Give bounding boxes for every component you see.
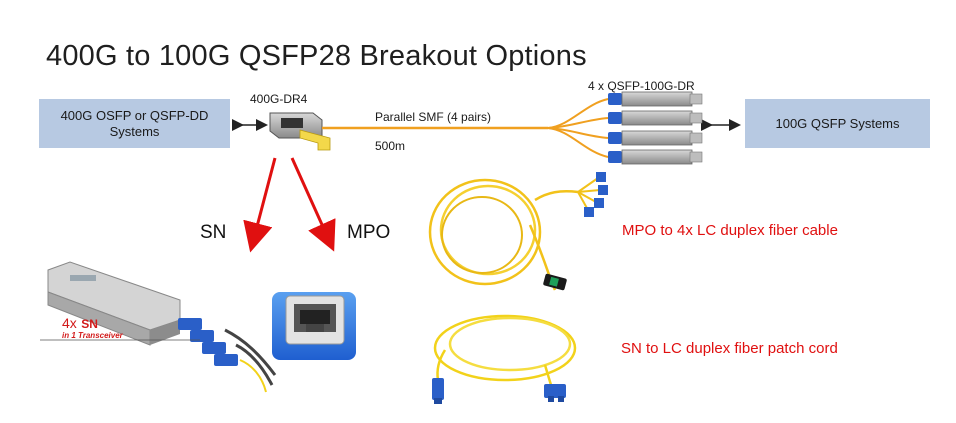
sn-red-arrow [243,157,277,253]
page-title: 400G to 100G QSFP28 Breakout Options [46,40,587,72]
parallel-smf-fiber [322,98,609,158]
osfp-systems-box: 400G OSFP or QSFP-DD Systems [39,99,230,148]
qsfp-systems-label: 100G QSFP Systems [775,115,900,131]
osfp-systems-line2: Systems [109,123,160,139]
sn-lc-cord-image [432,314,577,404]
mpo-port-image [272,292,356,360]
qsfp-dr-module-icon [608,130,703,146]
qsfp-dr-module-icon [608,149,703,165]
sn-cord-caption: SN to LC duplex fiber patch cord [621,340,838,357]
mpo-cable-caption: MPO to 4x LC duplex fiber cable [622,222,838,239]
sn-sub-text: in 1 Transceiver [62,331,123,340]
osfp-systems-line1: 400G OSFP or QSFP-DD [60,107,209,123]
mpo-red-arrow [290,157,336,252]
sn-count-text: 4x [62,315,77,331]
qsfp-dr-module-icon [608,91,703,107]
sn-connector-icon [178,318,238,366]
smf-label: Parallel SMF (4 pairs) [375,110,492,124]
qsfp-dr-label: 4 x QSFP-100G-DR [588,79,695,93]
sn-transceiver-image [40,261,277,393]
dr4-label: 400G-DR4 [250,92,308,106]
mpo-arrow-label: MPO [347,222,391,243]
dr4-module-icon [269,112,331,151]
distance-label: 500m [375,139,406,153]
qsfp-systems-box: 100G QSFP Systems [745,99,930,148]
qsfp-dr-modules [608,91,703,165]
qsfp-dr-module-icon [608,110,703,126]
sn-text: SN [81,317,98,331]
mpo-lc-cable-image [428,172,608,291]
sn-arrow-label: SN [200,222,227,243]
sn-transceiver-callout: 4x SN in 1 Transceiver [62,315,123,340]
